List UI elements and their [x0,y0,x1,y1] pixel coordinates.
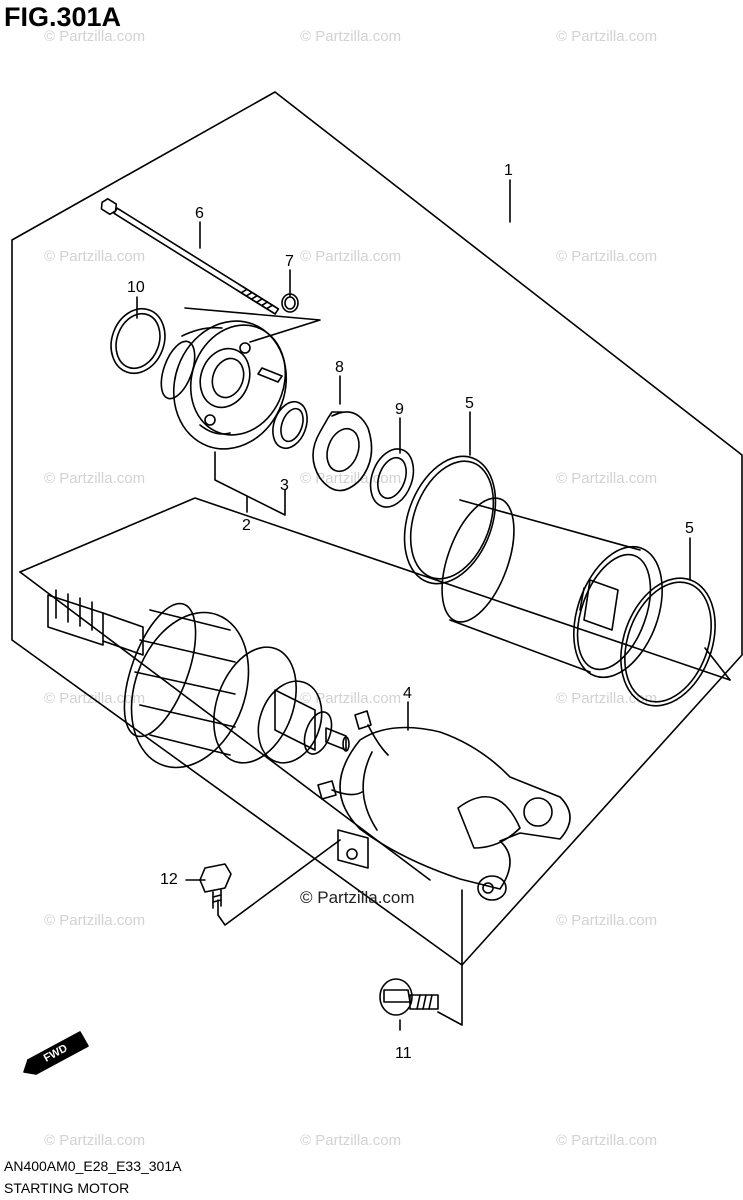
watermark: © Partzilla.com [556,1132,658,1149]
watermark: © Partzilla.com [44,690,146,707]
callout-6: 6 [195,205,204,222]
watermark: © Partzilla.com [44,1132,146,1149]
callout-9: 9 [395,401,404,418]
callout-12: 12 [160,871,178,888]
fwd-arrow [23,1031,89,1075]
armature-guide-line [19,571,431,881]
front-housing [160,320,288,450]
callout-2: 2 [242,517,251,534]
small-o-ring [281,293,299,313]
callout-7: 7 [285,253,294,270]
callout-3: 3 [280,477,289,494]
watermark: © Partzilla.com [556,912,658,929]
watermark: © Partzilla.com [300,470,402,487]
through-bolt [100,197,280,315]
callout-5-front: 5 [465,395,474,412]
o-ring-10 [110,307,166,375]
watermark: © Partzilla.com [44,912,146,929]
watermark-center: © Partzilla.com [300,888,415,907]
armature [47,589,350,769]
bolt-11 [379,978,439,1016]
watermark: © Partzilla.com [44,248,146,265]
lock-washer [312,411,373,492]
watermark: © Partzilla.com [300,28,402,45]
watermark: © Partzilla.com [44,470,146,487]
callout-4: 4 [403,685,412,702]
screw-12 [199,863,232,909]
figure-caption: STARTING MOTOR [4,1180,130,1196]
rear-bracket [317,710,571,901]
watermark: © Partzilla.com [300,1132,402,1149]
callout-11: 11 [395,1045,412,1062]
oil-seal [272,400,308,450]
watermark: © Partzilla.com [556,470,658,487]
callout-10: 10 [127,279,145,296]
callout-1: 1 [504,162,513,179]
o-ring-5-rear [620,577,716,707]
washer-9 [369,448,415,508]
watermark: © Partzilla.com [556,248,658,265]
figure-title: FIG.301A [4,2,122,32]
watermark: © Partzilla.com [300,248,402,265]
armature-guide-line [19,497,731,681]
callout-5-rear: 5 [685,520,694,537]
o-ring-5-front [403,455,497,585]
yoke [441,497,664,679]
assembly-boundary [11,91,743,966]
callout-8: 8 [335,359,344,376]
figure-code: AN400AM0_E28_E33_301A [4,1158,182,1174]
watermark: © Partzilla.com [300,690,402,707]
watermark: © Partzilla.com [44,28,146,45]
watermark: © Partzilla.com [556,28,658,45]
